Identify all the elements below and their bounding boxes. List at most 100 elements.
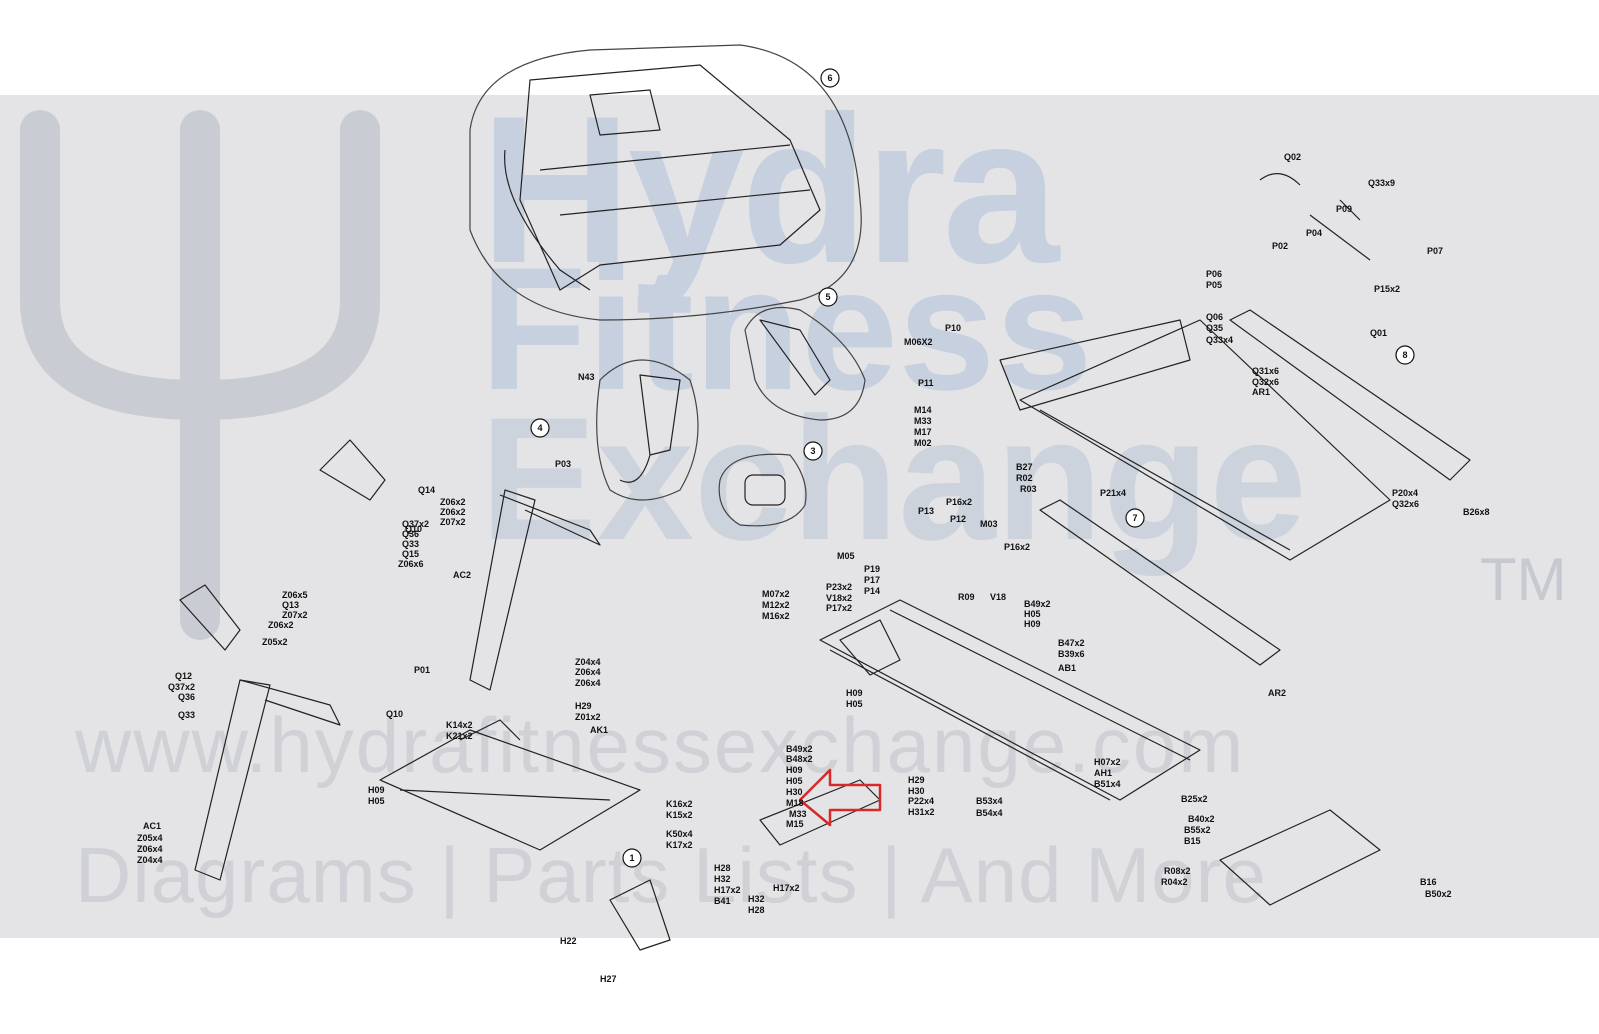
part-label: Z01x2 — [575, 712, 601, 722]
console-group-outline — [469, 44, 862, 321]
callout-number: 7 — [1132, 513, 1137, 523]
watermark-brand-line1: Hydra — [480, 72, 1059, 307]
part-label: P03 — [555, 459, 571, 469]
part-label: Z06x4 — [137, 844, 163, 854]
part-label: H09 — [846, 688, 863, 698]
part-label: R02 — [1016, 473, 1033, 483]
callout-number: 5 — [825, 292, 830, 302]
callout-4: 4 — [530, 418, 550, 438]
part-label: Z06x2 — [440, 507, 466, 517]
watermark-brand-line3: Exchange — [480, 382, 1307, 577]
part-label: M18 — [786, 798, 804, 808]
part-label: AB1 — [1058, 663, 1076, 673]
part-label: P10 — [945, 323, 961, 333]
part-label: M33 — [789, 809, 807, 819]
part-label: Q37x2 — [168, 682, 195, 692]
part-label: V18 — [990, 592, 1006, 602]
part-label: Q33 — [402, 539, 419, 549]
part-label: H05 — [846, 699, 863, 709]
part-label: B26x8 — [1463, 507, 1490, 517]
part-label: Z06x2 — [268, 620, 294, 630]
part-label: P07 — [1427, 246, 1443, 256]
part-label: Z06x4 — [575, 678, 601, 688]
part-label: B15 — [1184, 836, 1201, 846]
part-label: R08x2 — [1164, 866, 1191, 876]
part-label: Q33 — [178, 710, 195, 720]
callout-7: 7 — [1125, 508, 1145, 528]
part-label: P17x2 — [826, 603, 852, 613]
part-label: M16x2 — [762, 611, 790, 621]
part-label: Q12 — [175, 671, 192, 681]
part-label: P23x2 — [826, 582, 852, 592]
part-label: P06 — [1206, 269, 1222, 279]
callout-number: 1 — [629, 853, 634, 863]
part-label: P21x4 — [1100, 488, 1126, 498]
part-label: Q36 — [402, 529, 419, 539]
treadmill-deck — [1019, 319, 1391, 561]
side-rail-7 — [1039, 499, 1281, 666]
part-label: P09 — [1336, 204, 1352, 214]
part-label: H28 — [714, 863, 731, 873]
watermark-trademark: TM — [1480, 546, 1567, 613]
part-label: Z05x2 — [262, 637, 288, 647]
part-label: H28 — [748, 905, 765, 915]
part-label: V18x2 — [826, 593, 852, 603]
watermark-brand-line2: Fitness — [480, 232, 1093, 427]
part-label: B55x2 — [1184, 825, 1211, 835]
part-label: Z04x4 — [137, 855, 163, 865]
part-label: H17x2 — [714, 885, 741, 895]
part-label: H29 — [908, 775, 925, 785]
part-label: K15x2 — [666, 810, 693, 820]
part-label: P15x2 — [1374, 284, 1400, 294]
part-label: B53x4 — [976, 796, 1003, 806]
group-3-outline — [718, 453, 807, 527]
callout-8: 8 — [1395, 345, 1415, 365]
part-label: B27 — [1016, 462, 1033, 472]
part-label: AR2 — [1268, 688, 1286, 698]
part-label: Q01 — [1370, 328, 1387, 338]
motor-cover — [1219, 809, 1381, 906]
part-label: H05 — [1024, 609, 1041, 619]
group-5-outline — [744, 306, 866, 421]
part-label: H09 — [1024, 619, 1041, 629]
part-label: B50x2 — [1425, 889, 1452, 899]
callout-3: 3 — [803, 441, 823, 461]
side-rail-8 — [1229, 309, 1471, 481]
part-label: P01 — [414, 665, 430, 675]
part-label: P16x2 — [946, 497, 972, 507]
part-label: M02 — [914, 438, 932, 448]
part-label: H30 — [786, 787, 803, 797]
part-label: Q33x4 — [1206, 335, 1233, 345]
part-label: H22 — [560, 936, 577, 946]
part-label: M06X2 — [904, 337, 933, 347]
part-label: P02 — [1272, 241, 1288, 251]
callout-number: 4 — [537, 423, 542, 433]
part-label: M15 — [786, 819, 804, 829]
part-label: P14 — [864, 586, 880, 596]
watermark-tagline: Diagrams | Parts Lists | And More — [75, 831, 1267, 919]
part-label: M12x2 — [762, 600, 790, 610]
part-label: H32 — [748, 894, 765, 904]
callout-number: 3 — [810, 446, 815, 456]
part-label: P04 — [1306, 228, 1322, 238]
part-label: B49x2 — [1024, 599, 1051, 609]
part-label: M07x2 — [762, 589, 790, 599]
group-4-outline — [596, 359, 699, 501]
watermark-url: www.hydrafitnessexchange.com — [75, 701, 1246, 789]
part-label: N43 — [578, 372, 595, 382]
upright-ac2 — [469, 489, 536, 691]
part-label: R04x2 — [1161, 877, 1188, 887]
upright-ac1 — [194, 679, 271, 881]
part-label: AH1 — [1094, 768, 1112, 778]
part-label: Q32x6 — [1392, 499, 1419, 509]
part-label: H17x2 — [773, 883, 800, 893]
callout-6: 6 — [820, 68, 840, 88]
part-label: K50x4 — [666, 829, 693, 839]
main-frame — [819, 599, 1201, 801]
part-label: Q15 — [402, 549, 419, 559]
part-label: P17 — [864, 575, 880, 585]
part-label: Z06x4 — [575, 667, 601, 677]
part-label: Q14 — [418, 485, 435, 495]
part-label: K17x2 — [666, 840, 693, 850]
